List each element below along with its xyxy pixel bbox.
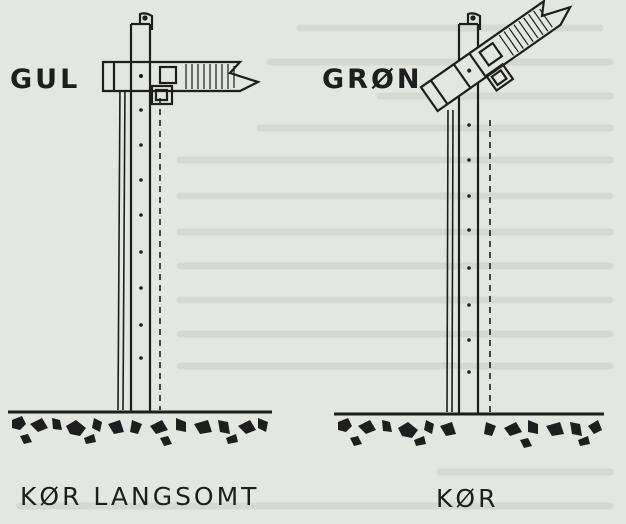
left-aspect-label: GUL bbox=[10, 64, 81, 95]
right-semaphore-signal bbox=[334, 0, 604, 448]
left-semaphore-arm bbox=[101, 60, 261, 106]
right-caption: KØR bbox=[436, 484, 499, 513]
background-text-texture bbox=[16, 24, 614, 510]
right-semaphore-arm bbox=[419, 0, 573, 113]
left-semaphore-signal bbox=[8, 12, 272, 446]
right-aspect-label: GRØN bbox=[322, 64, 423, 95]
right-ground bbox=[334, 412, 604, 448]
left-ground bbox=[8, 410, 272, 446]
left-caption: KØR LANGSOMT bbox=[20, 482, 260, 511]
